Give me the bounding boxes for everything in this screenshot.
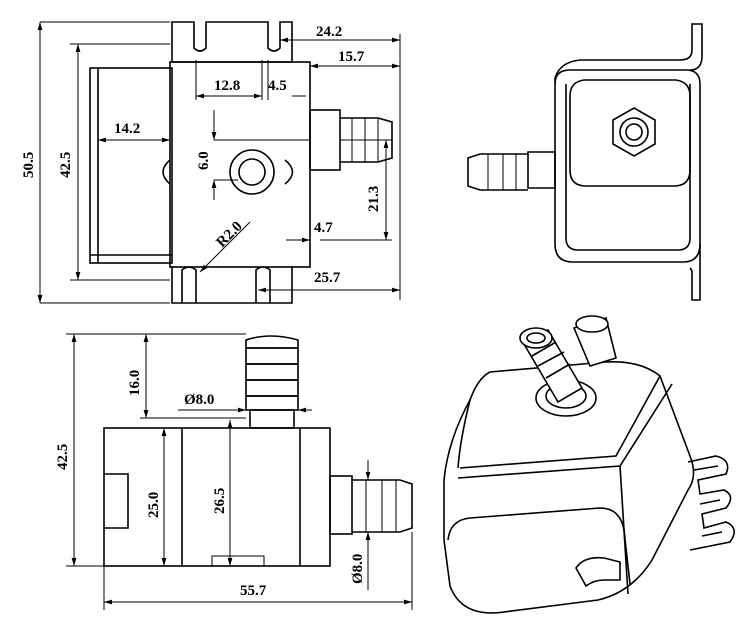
dim-inlet-length: 16.0	[127, 370, 143, 396]
dim-top-width: 24.2	[316, 24, 342, 40]
side-view: 42.5 16.0 Ø8.0 25.0 26.5 Ø8.0 55.7	[55, 333, 413, 610]
isometric-view	[443, 315, 735, 614]
dim-tube-diameter-top: Ø8.0	[184, 392, 214, 408]
dim-slot-width: 4.5	[268, 78, 287, 94]
dim-outlet-offset-small: 4.7	[314, 220, 333, 236]
dim-outlet-height: 21.3	[366, 186, 382, 212]
dim-outlet-offset: 15.7	[338, 49, 365, 65]
dim-side-total-height: 42.5	[55, 444, 71, 470]
dim-hole-diameter: 6.0	[196, 151, 212, 170]
dim-overall-height: 50.5	[21, 152, 37, 178]
front-view: 50.5 42.5 14.2 12.8 4.5 24.2 15.7 6.0	[21, 21, 401, 304]
dim-side-total-width: 55.7	[240, 583, 267, 599]
dim-side-body-height: 25.0	[146, 492, 162, 518]
dim-motor-height: 26.5	[212, 488, 228, 514]
rear-view	[467, 23, 703, 301]
dim-slot-spacing: 12.8	[214, 78, 240, 94]
dim-body-height: 42.5	[58, 152, 74, 178]
dim-bottom-width: 25.7	[314, 270, 341, 286]
dim-depth: 14.2	[114, 121, 140, 137]
dim-tube-diameter-side: Ø8.0	[350, 554, 366, 584]
dim-corner-radius: R2.0	[214, 219, 246, 251]
